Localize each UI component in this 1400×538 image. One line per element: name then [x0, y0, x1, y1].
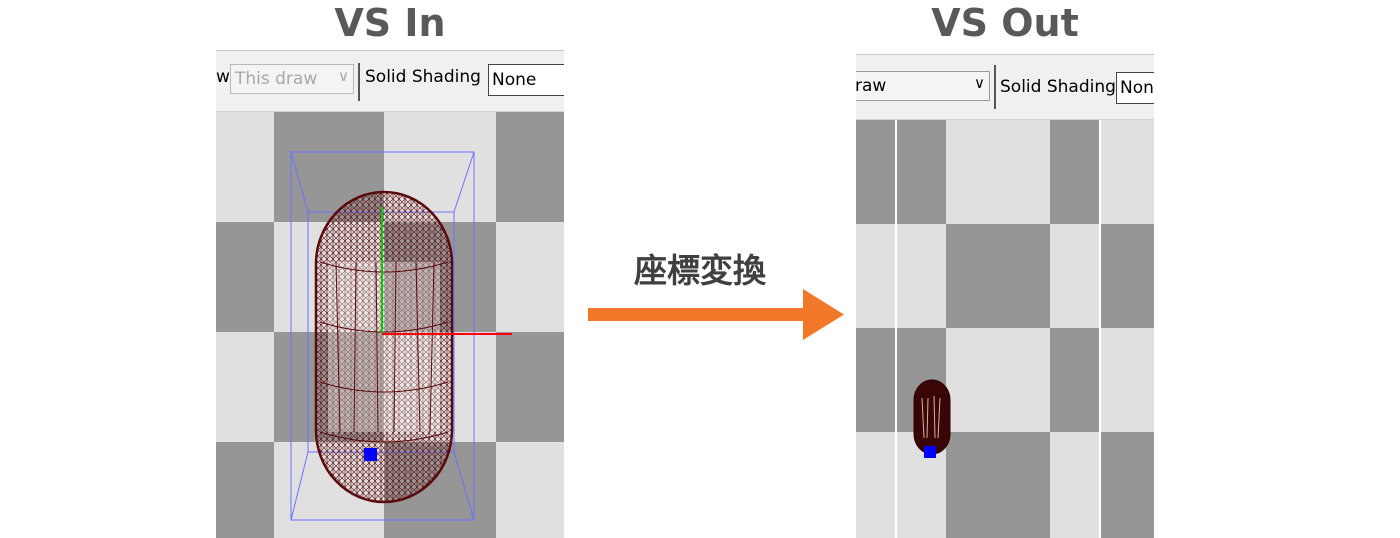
draw-select[interactable]: This draw ∨	[230, 64, 354, 94]
vs-out-panel: raw ∨ Solid Shading None	[856, 54, 1154, 538]
seams	[895, 120, 1101, 538]
toolbar-separator	[994, 65, 996, 109]
solid-shading-field[interactable]: None	[488, 64, 564, 96]
solid-shading-value: None	[492, 70, 537, 90]
vs-out-title: VS Out	[931, 1, 1079, 45]
solid-shading-label: Solid Shading	[365, 67, 481, 87]
arrow-right-icon	[588, 289, 844, 340]
capsule-mesh	[913, 379, 951, 455]
solid-shading-value: None	[1120, 78, 1154, 98]
chevron-down-icon: ∨	[974, 74, 985, 92]
vs-out-viewport[interactable]	[856, 120, 1154, 538]
transform-label: 座標変換	[634, 251, 766, 290]
checkerboard	[856, 120, 1154, 538]
solid-shading-label: Solid Shading	[1000, 77, 1116, 97]
chevron-down-icon: ∨	[338, 67, 349, 85]
partial-label: w	[216, 67, 230, 87]
capsule-mesh	[314, 190, 454, 504]
vs-in-panel: w This draw ∨ Solid Shading None	[216, 50, 564, 538]
position-marker	[364, 448, 377, 461]
vs-in-render	[216, 112, 564, 538]
vs-out-render	[856, 120, 1154, 538]
vs-in-viewport[interactable]	[216, 112, 564, 538]
draw-select-value: This draw	[235, 69, 318, 89]
vs-in-toolbar: w This draw ∨ Solid Shading None	[216, 50, 564, 112]
toolbar-separator	[358, 63, 360, 101]
position-marker	[924, 446, 936, 458]
vs-out-toolbar: raw ∨ Solid Shading None	[856, 54, 1154, 120]
vs-in-title: VS In	[334, 1, 446, 45]
draw-select[interactable]: raw ∨	[856, 71, 990, 101]
solid-shading-field[interactable]: None	[1116, 72, 1154, 104]
draw-select-value: raw	[856, 76, 887, 96]
